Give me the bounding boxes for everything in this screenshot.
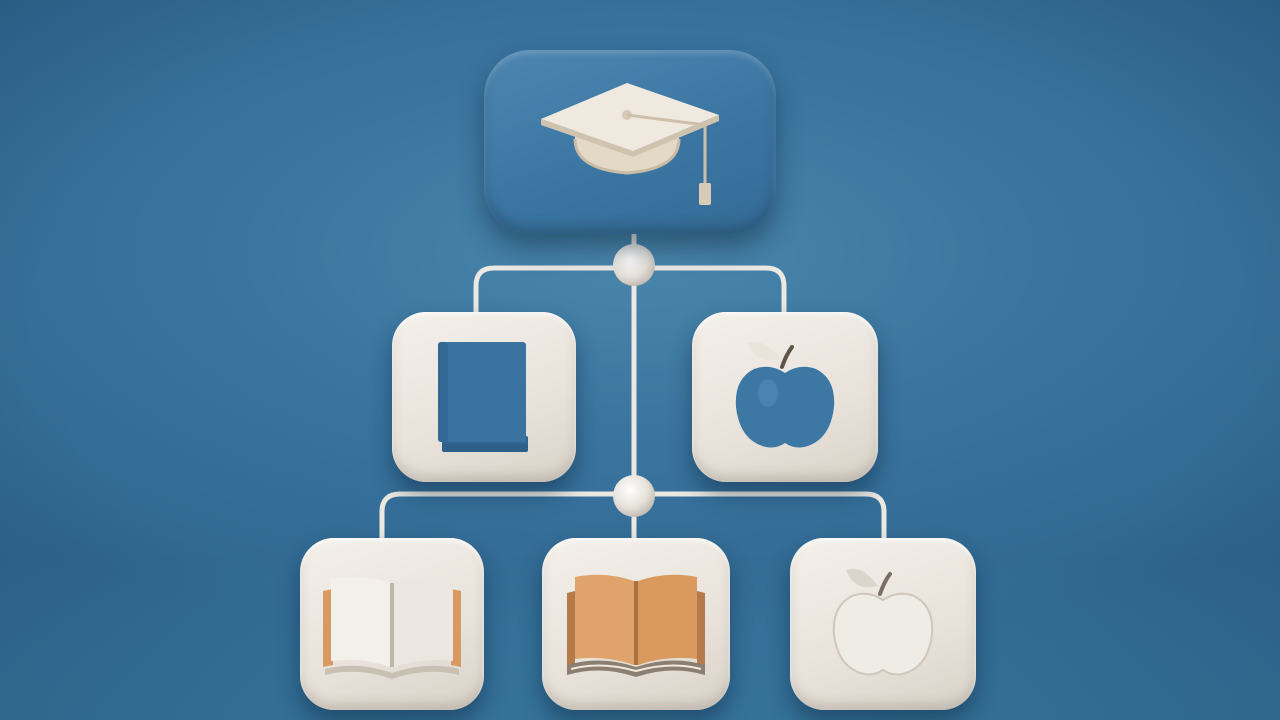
- graduation-cap-icon: [541, 83, 719, 205]
- open-book-icon: [323, 576, 461, 679]
- apple-icon: [735, 341, 835, 448]
- connector-level1-left: [473, 265, 637, 315]
- node-apple-white[interactable]: [790, 538, 976, 710]
- apple-icon: [832, 568, 934, 676]
- closed-book-icon: [438, 342, 528, 452]
- connector-level1-right: [631, 265, 787, 315]
- node-open-book-white[interactable]: [300, 538, 484, 710]
- connector-level2-left: [379, 491, 637, 541]
- node-open-book-orange[interactable]: [542, 538, 730, 710]
- root-node[interactable]: [484, 50, 776, 234]
- node-apple-blue[interactable]: [692, 312, 878, 482]
- connector-level2-right: [631, 491, 887, 541]
- node-closed-book[interactable]: [392, 312, 576, 482]
- junction-knob-top: [613, 244, 655, 286]
- open-book-icon: [567, 574, 705, 677]
- junction-knob-middle: [613, 475, 655, 517]
